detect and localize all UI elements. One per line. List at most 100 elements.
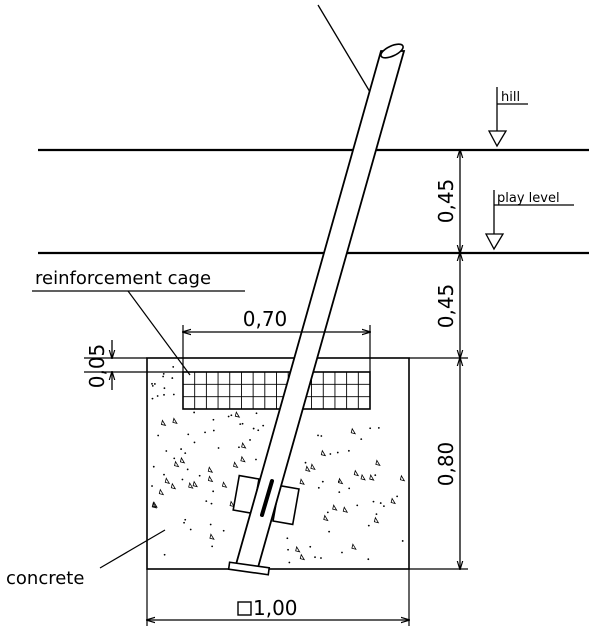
aggregate-dot — [375, 513, 378, 516]
aggregate-dot — [304, 461, 307, 464]
aggregate-dot — [171, 377, 174, 379]
aggregate-dot — [163, 553, 166, 556]
aggregate-stone — [164, 477, 171, 484]
aggregate-dot — [374, 474, 377, 477]
aggregate-dot — [372, 500, 375, 503]
aggregate-dot — [157, 434, 160, 437]
aggregate-dot — [163, 387, 166, 390]
dimension-top-gap: 0,45 — [434, 179, 458, 224]
pole-weld-seam — [260, 479, 274, 517]
aggregate-dot — [172, 393, 175, 396]
dimension-cage-offset: 0,05 — [85, 344, 109, 389]
aggregate-dot — [314, 556, 316, 559]
aggregate-dot — [287, 548, 289, 551]
aggregate-dot — [262, 424, 265, 427]
hill-level-marker: hill — [487, 87, 528, 148]
aggregate-stone — [310, 463, 316, 470]
aggregate-dot — [217, 447, 220, 449]
aggregate-dot — [356, 504, 359, 507]
aggregate-dot — [367, 558, 370, 561]
aggregate-dot — [163, 393, 165, 396]
aggregate-stone — [207, 466, 214, 473]
pole-base-plate — [227, 561, 271, 576]
aggregate-stone — [337, 477, 344, 485]
aggregate-stone — [221, 481, 228, 488]
aggregate-dot — [205, 500, 208, 503]
aggregate-dot — [377, 427, 380, 429]
reinforcement-cage — [182, 371, 371, 410]
aggregate-dot — [379, 502, 382, 504]
square-symbol-icon — [237, 601, 252, 616]
aggregate-dot — [198, 474, 201, 477]
aggregate-dot — [162, 375, 165, 378]
aggregate-stone — [351, 543, 357, 550]
aggregate-dot — [227, 415, 230, 418]
pole-top-opening — [380, 43, 404, 59]
aggregate-dot — [172, 366, 175, 368]
aggregate-dot — [326, 511, 329, 514]
aggregate-dot — [241, 422, 244, 425]
aggregate-stone — [188, 482, 194, 489]
aggregate-dot — [165, 450, 168, 452]
pole — [227, 43, 406, 576]
aggregate-dot — [222, 529, 225, 532]
aggregate-stone — [295, 545, 301, 553]
aggregate-stone — [209, 533, 215, 540]
aggregate-stone — [233, 461, 239, 468]
aggregate-stone — [174, 460, 180, 468]
aggregate-dot — [173, 457, 176, 460]
aggregate-dot — [249, 439, 251, 441]
aggregate-stone — [332, 504, 338, 511]
aggregate-dot — [238, 446, 240, 449]
hill-label: hill — [501, 90, 520, 105]
aggregate-stone — [320, 449, 327, 457]
aggregate-dot — [317, 434, 319, 437]
aggregate-dot — [212, 429, 215, 432]
aggregate-dot — [212, 490, 215, 493]
cage-width-dimension — [183, 325, 370, 372]
aggregate-dot — [183, 521, 185, 524]
aggregate-dot — [396, 495, 399, 498]
play-level-marker: play level — [484, 190, 574, 251]
aggregate-dot — [320, 557, 322, 559]
concrete-leader — [99, 529, 166, 569]
aggregate-dot — [212, 418, 215, 421]
aggregate-stone — [192, 480, 198, 488]
aggregate-dot — [204, 431, 206, 434]
pole-leader-line — [317, 4, 371, 93]
aggregate-dot — [348, 487, 351, 490]
aggregate-dot — [320, 435, 323, 437]
aggregate-stone — [234, 411, 241, 418]
aggregate-dot — [186, 468, 189, 471]
concrete-label: concrete — [6, 568, 84, 589]
aggregate-stone — [241, 441, 247, 449]
aggregate-dot — [193, 411, 196, 414]
aggregate-dot — [180, 448, 182, 450]
aggregate-dot — [252, 427, 255, 430]
vertical-dimension-chain — [409, 150, 468, 569]
aggregate-dot — [328, 530, 331, 533]
aggregate-dot — [367, 524, 370, 527]
aggregate-stone — [399, 474, 406, 482]
aggregate-dot — [151, 384, 154, 387]
aggregate-dot — [255, 412, 258, 415]
aggregate-stone — [375, 459, 381, 466]
aggregate-dot — [347, 449, 350, 452]
aggregate-dot — [360, 438, 363, 441]
aggregate-dot — [338, 491, 341, 494]
aggregate-dot — [211, 545, 214, 548]
aggregate-stone — [360, 473, 366, 481]
aggregate-stone — [151, 501, 158, 509]
aggregate-dot — [341, 551, 343, 554]
aggregate-stone — [172, 417, 178, 425]
dimension-cage-width: 0,70 — [243, 307, 288, 331]
aggregate-dot — [230, 414, 233, 417]
aggregate-dot — [288, 561, 291, 564]
cage-offset-dimension — [84, 340, 183, 390]
reinforcement-cage-label: reinforcement cage — [35, 268, 211, 289]
foundation-width-dimension — [147, 569, 409, 626]
aggregate-dot — [329, 453, 332, 455]
aggregate-dot — [257, 429, 260, 432]
aggregate-stone — [179, 456, 186, 464]
